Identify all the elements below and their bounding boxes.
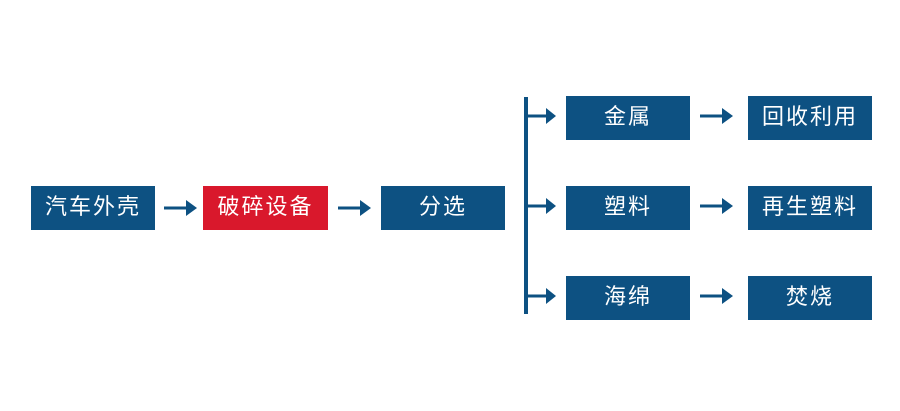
arrow-right-icon-shredder-to-sorting <box>338 195 372 221</box>
arrow-right-icon-plastic-to-regenerated <box>700 195 734 221</box>
arrow-right-icon-input-to-shredder <box>164 195 198 221</box>
arrow-right-icon-sponge-to-incineration <box>700 285 734 311</box>
node-sorting[interactable]: 分选 <box>381 186 505 230</box>
node-sponge-output-incineration[interactable]: 焚烧 <box>748 276 872 320</box>
branch-arrow-right-icon-to-plastic <box>527 195 557 221</box>
node-shredder-equipment[interactable]: 破碎设备 <box>203 186 328 230</box>
node-plastic[interactable]: 塑料 <box>566 186 690 230</box>
node-plastic-output-regenerated[interactable]: 再生塑料 <box>748 186 872 230</box>
arrow-right-icon-metal-to-recycle <box>700 105 734 131</box>
node-input-car-shell[interactable]: 汽车外壳 <box>31 186 155 230</box>
node-sponge[interactable]: 海绵 <box>566 276 690 320</box>
branch-arrow-right-icon-to-sponge <box>527 285 557 311</box>
branch-trunk-line <box>524 97 528 314</box>
branch-arrow-right-icon-to-metal <box>527 105 557 131</box>
node-metal[interactable]: 金属 <box>566 96 690 140</box>
node-metal-output-recycle[interactable]: 回收利用 <box>748 96 872 140</box>
